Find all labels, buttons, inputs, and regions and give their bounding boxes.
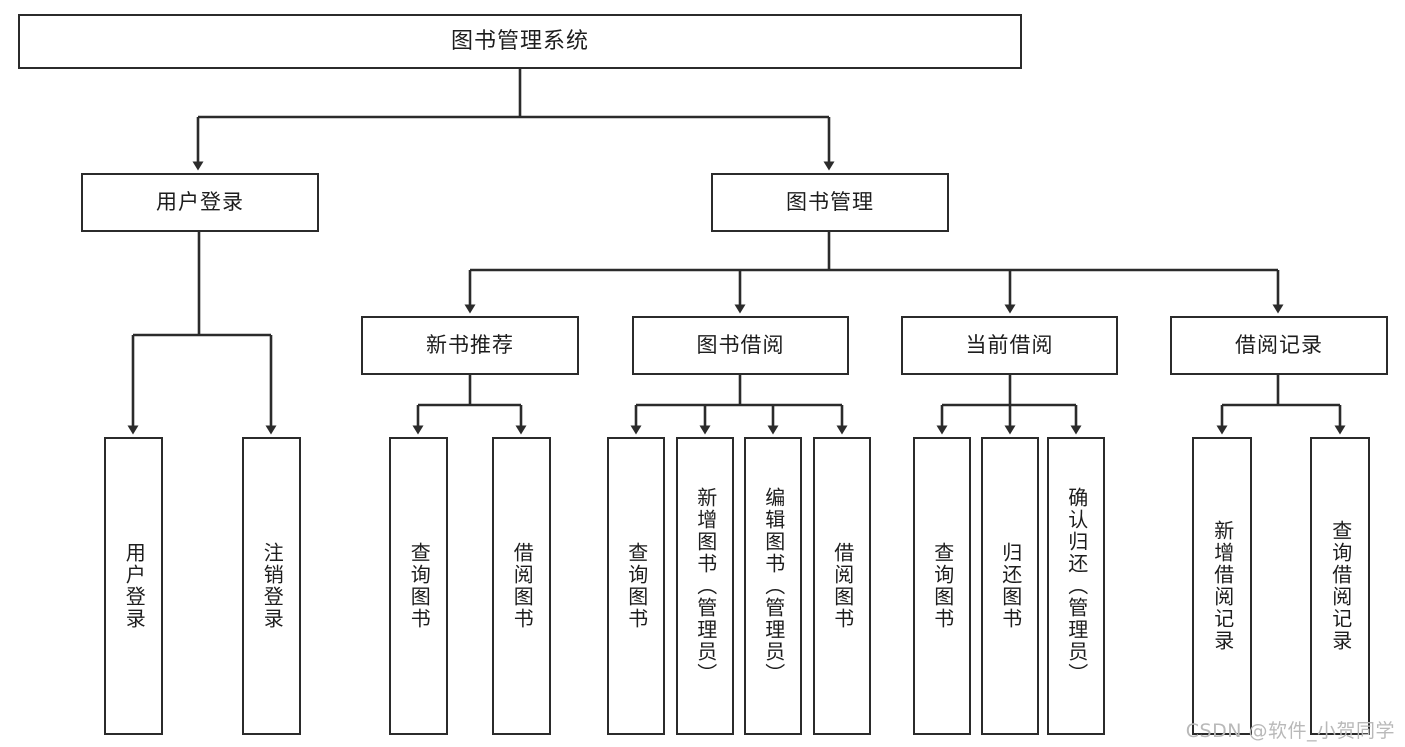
node-leaf-user-logout[interactable]: 注销登录 xyxy=(242,437,301,735)
node-borrow-record[interactable]: 借阅记录 xyxy=(1170,316,1388,375)
node-label: 新增借阅记录 xyxy=(1210,520,1235,652)
node-label: 编辑图书（管理员） xyxy=(761,487,786,685)
node-current-borrow[interactable]: 当前借阅 xyxy=(901,316,1118,375)
node-label: 图书借阅 xyxy=(696,333,785,358)
node-leaf-edit-book[interactable]: 编辑图书（管理员） xyxy=(744,437,802,735)
node-leaf-borrow-book-1[interactable]: 借阅图书 xyxy=(492,437,551,735)
node-leaf-add-book[interactable]: 新增图书（管理员） xyxy=(676,437,734,735)
node-label: 用户登录 xyxy=(122,542,147,630)
node-label: 查询图书 xyxy=(930,542,955,630)
node-label: 新增图书（管理员） xyxy=(693,487,718,685)
node-leaf-query-book-1[interactable]: 查询图书 xyxy=(389,437,448,735)
node-leaf-confirm-return[interactable]: 确认归还（管理员） xyxy=(1047,437,1105,735)
node-label: 查询图书 xyxy=(407,542,432,630)
node-leaf-user-login[interactable]: 用户登录 xyxy=(104,437,163,735)
node-leaf-borrow-book-2[interactable]: 借阅图书 xyxy=(813,437,871,735)
node-leaf-return-book[interactable]: 归还图书 xyxy=(981,437,1039,735)
node-label: 当前借阅 xyxy=(965,333,1054,358)
node-label: 图书管理系统 xyxy=(450,28,589,54)
node-new-book-recommend[interactable]: 新书推荐 xyxy=(361,316,579,375)
node-root-system[interactable]: 图书管理系统 xyxy=(18,14,1022,69)
csdn-watermark: CSDN @软件_小贺同学 xyxy=(1185,720,1395,742)
node-label: 借阅图书 xyxy=(510,542,535,630)
node-label: 归还图书 xyxy=(998,542,1023,630)
node-label: 确认归还（管理员） xyxy=(1064,487,1089,685)
node-label: 图书管理 xyxy=(786,190,874,215)
node-label: 查询借阅记录 xyxy=(1328,520,1353,652)
node-leaf-query-record[interactable]: 查询借阅记录 xyxy=(1310,437,1370,735)
node-label: 注销登录 xyxy=(260,542,285,630)
node-book-borrow[interactable]: 图书借阅 xyxy=(632,316,849,375)
node-label: 借阅图书 xyxy=(830,542,855,630)
node-label: 新书推荐 xyxy=(426,333,514,358)
node-label: 查询图书 xyxy=(624,542,649,630)
node-leaf-add-record[interactable]: 新增借阅记录 xyxy=(1192,437,1252,735)
node-label: 借阅记录 xyxy=(1235,333,1323,358)
node-leaf-query-book-3[interactable]: 查询图书 xyxy=(913,437,971,735)
node-user-login[interactable]: 用户登录 xyxy=(81,173,319,232)
node-leaf-query-book-2[interactable]: 查询图书 xyxy=(607,437,665,735)
node-book-manage[interactable]: 图书管理 xyxy=(711,173,949,232)
node-label: 用户登录 xyxy=(156,190,244,215)
